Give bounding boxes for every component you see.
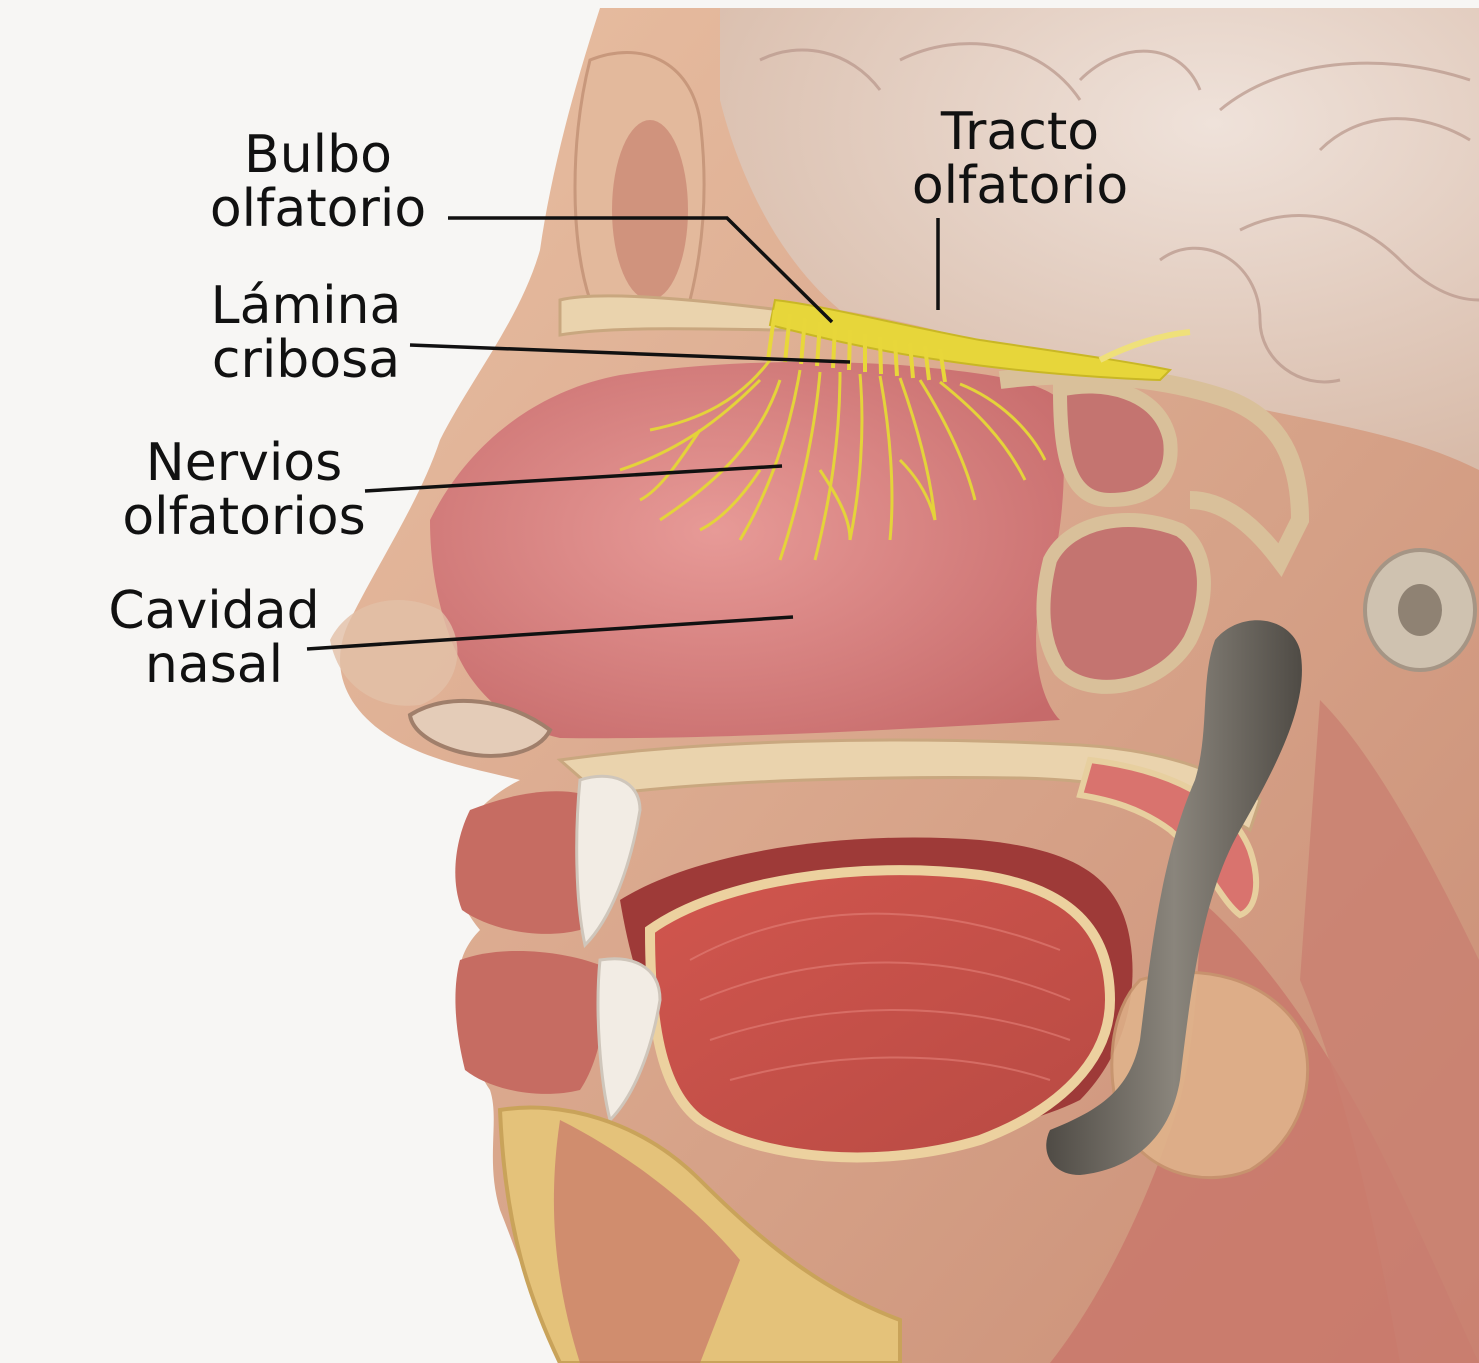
label-bulbo-olfatorio: Bulbo olfatorio [198, 128, 438, 236]
label-cavidad-line1: Cavidad [96, 584, 332, 638]
label-cavidad-nasal: Cavidad nasal [96, 584, 332, 692]
lower-lip [455, 951, 604, 1094]
label-bulbo-line1: Bulbo [198, 128, 438, 182]
label-nervios-olfatorios: Nervios olfatorios [108, 436, 380, 544]
label-lamina-line2: cribosa [200, 333, 412, 387]
nasal-cavity [430, 362, 1064, 738]
label-lamina-cribosa: Lámina cribosa [200, 279, 412, 387]
frontal-sinus [612, 120, 688, 300]
label-lamina-line1: Lámina [200, 279, 412, 333]
label-nervios-line2: olfatorios [108, 490, 380, 544]
label-nervios-line1: Nervios [108, 436, 380, 490]
label-tracto-olfatorio: Tracto olfatorio [900, 105, 1140, 213]
label-cavidad-line2: nasal [96, 638, 332, 692]
label-tracto-line1: Tracto [900, 105, 1140, 159]
label-bulbo-line2: olfatorio [198, 182, 438, 236]
label-tracto-line2: olfatorio [900, 159, 1140, 213]
